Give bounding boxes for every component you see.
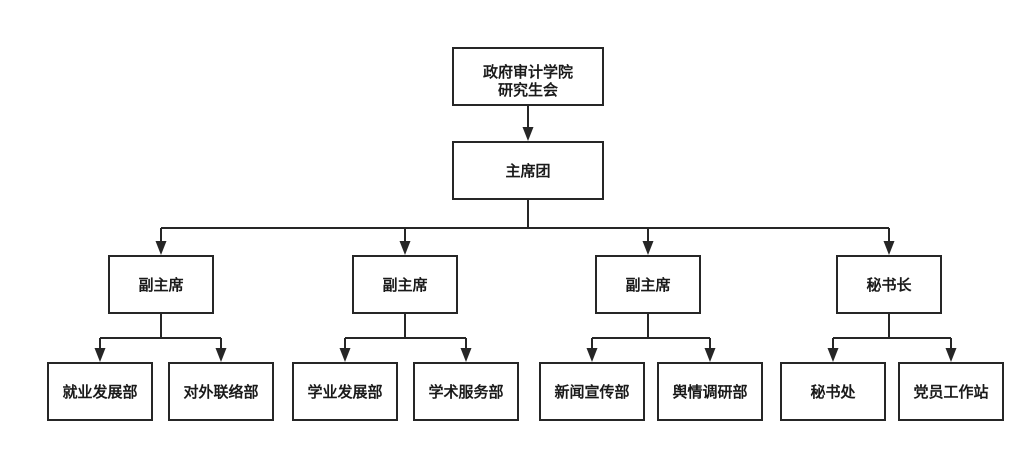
node-branch-3-label: 副主席 bbox=[625, 276, 670, 294]
node-leaf-4-1-box bbox=[780, 362, 886, 421]
edge-leaf-2-2-arrowhead bbox=[460, 348, 472, 362]
node-leaf-2-2-box bbox=[413, 362, 519, 421]
node-branch-1-box bbox=[108, 255, 214, 314]
node-branch-4-label: 秘书长 bbox=[866, 276, 912, 294]
node-leaf-3-1-label: 新闻宣传部 bbox=[554, 383, 629, 401]
edge-leaf-4-1-arrowhead bbox=[827, 348, 839, 362]
node-leaf-4-2-box bbox=[898, 362, 1004, 421]
node-leaf-4-2: 党员工作站 bbox=[898, 362, 1004, 421]
edge-leaf-1-1-arrowhead bbox=[94, 348, 106, 362]
node-leaf-1-1-box bbox=[47, 362, 153, 421]
node-branch-2: 副主席 bbox=[352, 255, 458, 314]
edge-leaf-3-1-arrowhead bbox=[586, 348, 598, 362]
node-presidium: 主席团 bbox=[452, 141, 604, 200]
node-branch-4: 秘书长 bbox=[836, 255, 942, 314]
node-branch-3-box bbox=[595, 255, 701, 314]
node-root-line-2: 研究生会 bbox=[498, 81, 558, 99]
edge-branch-2-arrowhead bbox=[399, 241, 411, 255]
edge-branch-3-arrowhead bbox=[642, 241, 654, 255]
node-leaf-1-1: 就业发展部 bbox=[47, 362, 153, 421]
node-presidium-label: 主席团 bbox=[505, 162, 550, 180]
edge-leaf-3-2-arrowhead bbox=[704, 348, 716, 362]
node-leaf-3-2-box bbox=[657, 362, 763, 421]
node-leaf-2-2: 学术服务部 bbox=[413, 362, 519, 421]
edge-leaf-4-2-arrowhead bbox=[945, 348, 957, 362]
node-leaf-1-1-label: 就业发展部 bbox=[62, 383, 137, 401]
node-leaf-1-2-box bbox=[168, 362, 274, 421]
edge-root-presidium-arrowhead bbox=[522, 127, 534, 141]
node-leaf-3-1-box bbox=[539, 362, 645, 421]
node-leaf-4-1-label: 秘书处 bbox=[810, 383, 856, 401]
node-root: 政府审计学院 研究生会 bbox=[452, 47, 604, 106]
nodes: 政府审计学院 研究生会 主席团 副主席 副主席 副主席 秘书长 bbox=[47, 47, 1004, 421]
node-branch-2-label: 副主席 bbox=[382, 276, 427, 294]
node-leaf-4-1: 秘书处 bbox=[780, 362, 886, 421]
node-leaf-1-2: 对外联络部 bbox=[168, 362, 274, 421]
node-leaf-3-2-label: 舆情调研部 bbox=[672, 383, 747, 401]
node-branch-1: 副主席 bbox=[108, 255, 214, 314]
edge-branch-4-arrowhead bbox=[883, 241, 895, 255]
node-leaf-1-2-label: 对外联络部 bbox=[183, 383, 258, 401]
node-branch-3: 副主席 bbox=[595, 255, 701, 314]
node-leaf-2-1-box bbox=[292, 362, 398, 421]
node-leaf-3-2: 舆情调研部 bbox=[657, 362, 763, 421]
node-branch-4-box bbox=[836, 255, 942, 314]
node-root-box bbox=[452, 47, 604, 106]
node-leaf-2-2-label: 学术服务部 bbox=[428, 383, 503, 401]
node-leaf-3-1: 新闻宣传部 bbox=[539, 362, 645, 421]
edge-branch-1-arrowhead bbox=[155, 241, 167, 255]
node-branch-2-box bbox=[352, 255, 458, 314]
node-root-line-1: 政府审计学院 bbox=[483, 63, 573, 81]
node-leaf-2-1-label: 学业发展部 bbox=[307, 383, 382, 401]
edge-leaf-2-1-arrowhead bbox=[339, 348, 351, 362]
node-presidium-box bbox=[452, 141, 604, 200]
node-leaf-4-2-label: 党员工作站 bbox=[913, 383, 988, 401]
node-leaf-2-1: 学业发展部 bbox=[292, 362, 398, 421]
node-branch-1-label: 副主席 bbox=[138, 276, 183, 294]
edge-leaf-1-2-arrowhead bbox=[215, 348, 227, 362]
connectors bbox=[94, 105, 957, 362]
